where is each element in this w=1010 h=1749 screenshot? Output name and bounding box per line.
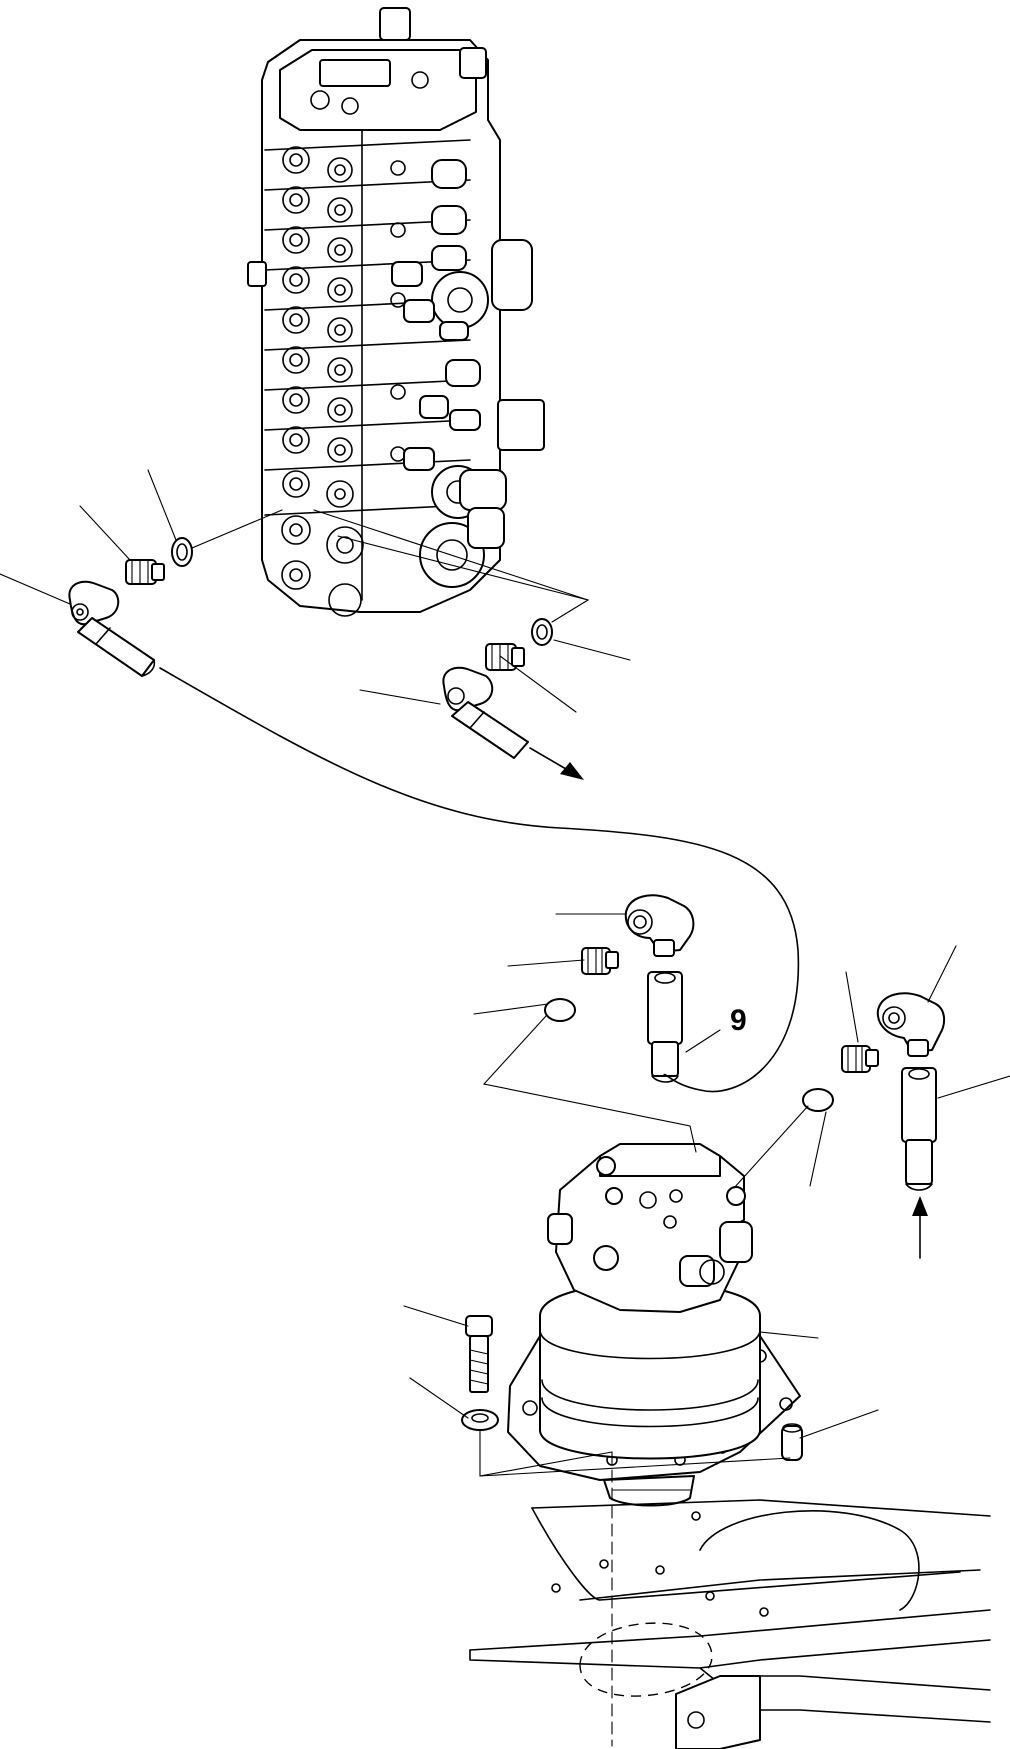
upper-left-fitting-group xyxy=(68,537,193,677)
mid-fitting-group xyxy=(442,618,584,780)
washer-left xyxy=(461,1409,499,1431)
arrow-up-icon xyxy=(912,1196,928,1216)
revolving-frame xyxy=(469,1499,991,1749)
leader-lines xyxy=(0,469,1010,1439)
union-fitting-right xyxy=(841,1045,879,1073)
elbow-fitting-upper-left xyxy=(68,580,120,626)
hose-end-mid xyxy=(451,701,529,759)
swing-motor xyxy=(507,1143,801,1507)
callout-number-9: 9 xyxy=(730,1004,747,1037)
elbow-fitting-center xyxy=(624,894,695,957)
elbow-fitting-mid xyxy=(442,666,494,712)
hose-line-9 xyxy=(159,667,800,1093)
o-ring-right xyxy=(802,1088,834,1112)
right-fitting-group xyxy=(802,992,946,1259)
motor-valve-head xyxy=(555,1155,745,1313)
frame-bracket xyxy=(675,1675,761,1749)
center-fitting-group: 9 xyxy=(544,894,747,1083)
pipe-9 xyxy=(647,971,683,1083)
union-fitting-upper-left xyxy=(125,559,165,585)
o-ring-mid xyxy=(531,618,553,646)
mounting-bolt-left xyxy=(465,1315,493,1393)
assembly-lines xyxy=(191,509,809,1747)
union-fitting-center xyxy=(581,947,619,975)
o-ring-upper-left xyxy=(171,537,193,567)
small-bolt-right xyxy=(781,1423,803,1461)
pinion-mount-hole-hidden xyxy=(579,1622,713,1697)
hose-routing-lines xyxy=(159,667,800,1093)
hose-end-right xyxy=(901,1067,937,1191)
control-valve-block xyxy=(247,7,545,617)
elbow-fitting-right xyxy=(876,992,946,1057)
hose-end-upper-left xyxy=(77,617,156,677)
union-fitting-mid xyxy=(485,643,525,671)
pinion-gear xyxy=(603,1475,695,1507)
o-ring-center xyxy=(544,998,576,1022)
arrow-right-down-icon xyxy=(560,762,584,780)
